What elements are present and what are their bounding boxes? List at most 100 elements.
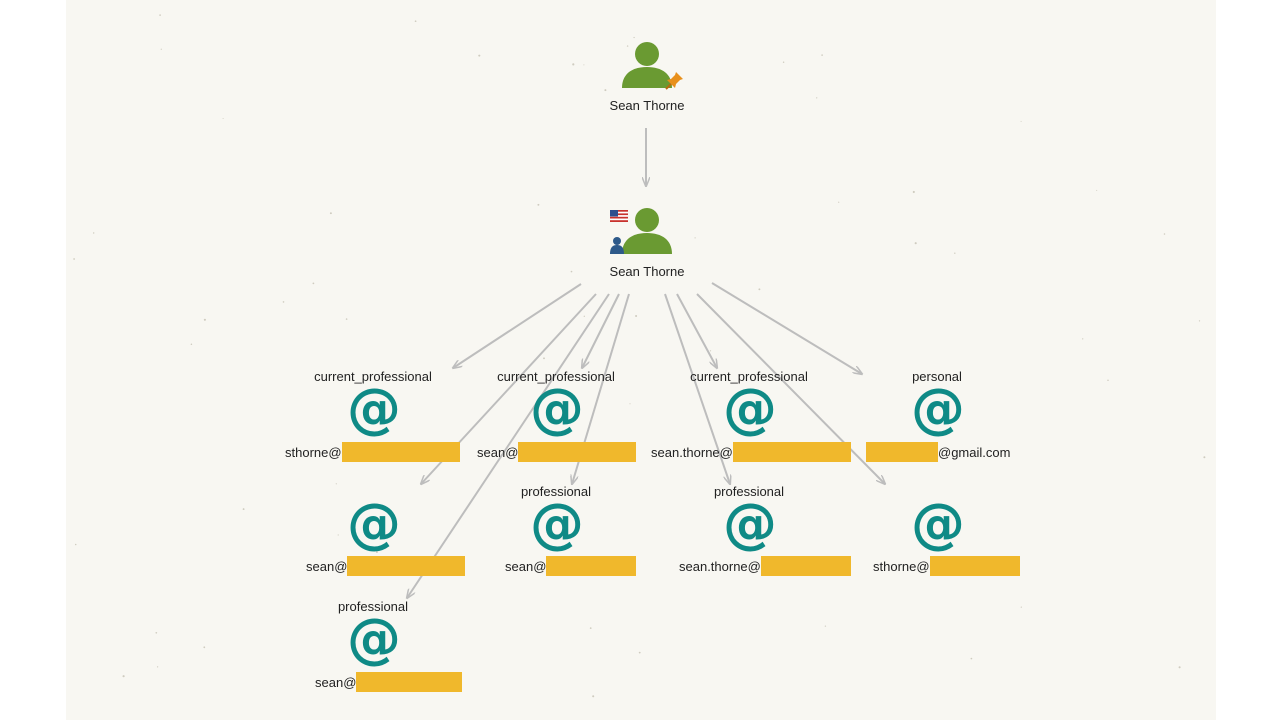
paper-speck [156, 666, 159, 668]
email-node[interactable]: current_professional @ sean@ [446, 369, 666, 469]
paper-speck [824, 625, 827, 627]
paper-speck [592, 695, 595, 698]
paper-speck [203, 318, 206, 321]
email-node[interactable]: @ sean@ [263, 484, 483, 584]
person-icon [622, 42, 672, 88]
paper-speck [160, 48, 162, 50]
redaction-bar [546, 556, 637, 576]
person-icon [622, 208, 672, 254]
paper-speck [633, 36, 635, 39]
email-prefix: sean@ [505, 558, 547, 574]
paper-speck [583, 64, 585, 66]
paper-speck [583, 315, 585, 317]
email-address: sean@ [505, 556, 637, 576]
root-person-name: Sean Thorne [609, 98, 685, 113]
paper-speck [694, 237, 696, 239]
at-sign-icon: @ [347, 492, 401, 555]
paper-speck [1163, 233, 1166, 235]
paper-speck [190, 343, 193, 345]
email-type-label: current_professional [690, 369, 808, 384]
paper-speck [954, 252, 956, 254]
email-node[interactable]: current_professional @ sthorne@ [263, 369, 483, 469]
paper-speck [155, 631, 158, 634]
paper-speck [1203, 456, 1206, 459]
email-node[interactable]: personal @ @gmail.com [827, 369, 1047, 469]
email-prefix: sean@ [315, 674, 357, 690]
paper-speck [242, 508, 245, 511]
paper-speck [589, 627, 592, 629]
email-address: sean@ [315, 672, 463, 692]
us-flag-icon [610, 210, 628, 222]
paper-speck [159, 14, 161, 16]
paper-speck [335, 483, 337, 485]
paper-speck [1082, 338, 1084, 340]
pin-icon [665, 72, 683, 90]
email-address: @gmail.com [866, 442, 1010, 462]
paper-speck [122, 675, 125, 678]
paper-speck [74, 543, 77, 546]
at-sign-icon: @ [530, 377, 584, 440]
email-address: sean@ [306, 556, 466, 576]
paper-speck [635, 315, 638, 317]
paper-speck [1107, 379, 1109, 382]
email-type-label: professional [337, 599, 409, 614]
paper-speck [73, 258, 75, 260]
paper-speck [709, 350, 712, 352]
email-address: sean@ [477, 442, 637, 462]
paper-speck [92, 232, 95, 234]
paper-speck [604, 89, 607, 92]
paper-speck [329, 212, 332, 215]
paper-speck [478, 54, 481, 57]
redaction-bar [347, 556, 466, 576]
email-prefix: sean@ [306, 558, 348, 574]
paper-speck [1020, 120, 1022, 122]
redaction-bar [732, 442, 851, 462]
paper-speck [914, 242, 917, 245]
paper-speck [1198, 320, 1201, 322]
at-sign-icon: @ [911, 492, 965, 555]
email-node[interactable]: current_professional @ sean.thorne@ [639, 369, 859, 469]
paper-speck [414, 20, 417, 23]
paper-speck [572, 63, 575, 66]
paper-speck [912, 190, 915, 194]
paper-speck [970, 657, 973, 660]
paper-speck [816, 97, 818, 99]
email-prefix: sean@ [477, 444, 519, 460]
paper-speck [375, 550, 378, 554]
paper-speck [282, 301, 285, 303]
at-sign-icon: @ [723, 492, 777, 555]
email-type-label: personal [912, 369, 962, 384]
email-address: sean.thorne@ [679, 556, 851, 576]
email-node[interactable]: professional @ sean.thorne@ [639, 484, 859, 584]
paper-speck [1178, 666, 1181, 669]
email-node[interactable]: @ sthorne@ [827, 484, 1047, 584]
paper-speck [1096, 189, 1098, 191]
email-suffix: @gmail.com [938, 444, 1011, 460]
email-address: sthorne@ [873, 556, 1020, 576]
redaction-bar [760, 556, 851, 576]
email-prefix: sthorne@ [873, 558, 930, 574]
paper-speck [222, 118, 224, 119]
profile-badge-icon [610, 237, 624, 254]
email-node[interactable]: professional @ sean@ [263, 599, 483, 699]
email-address: sthorne@ [285, 442, 460, 462]
redaction-bar [341, 442, 460, 462]
at-sign-icon: @ [347, 607, 401, 670]
root-person-node[interactable]: Sean Thorne [587, 40, 707, 140]
profile-person-node[interactable]: Sean Thorne [600, 206, 720, 306]
paper-speck [337, 534, 339, 536]
email-node[interactable]: professional @ sean@ [446, 484, 666, 584]
paper-speck [537, 203, 540, 206]
paper-speck [758, 288, 761, 291]
at-sign-icon: @ [530, 492, 584, 555]
email-type-label: professional [713, 484, 785, 499]
paper-speck [345, 318, 348, 320]
paper-speck [782, 61, 785, 63]
paper-speck [543, 357, 545, 360]
email-prefix: sean.thorne@ [679, 558, 761, 574]
email-type-label: current_professional [497, 369, 615, 384]
graph-canvas [66, 0, 1216, 720]
email-type-label: current_professional [314, 369, 432, 384]
email-address: sean.thorne@ [651, 442, 851, 462]
paper-speck [203, 646, 206, 649]
